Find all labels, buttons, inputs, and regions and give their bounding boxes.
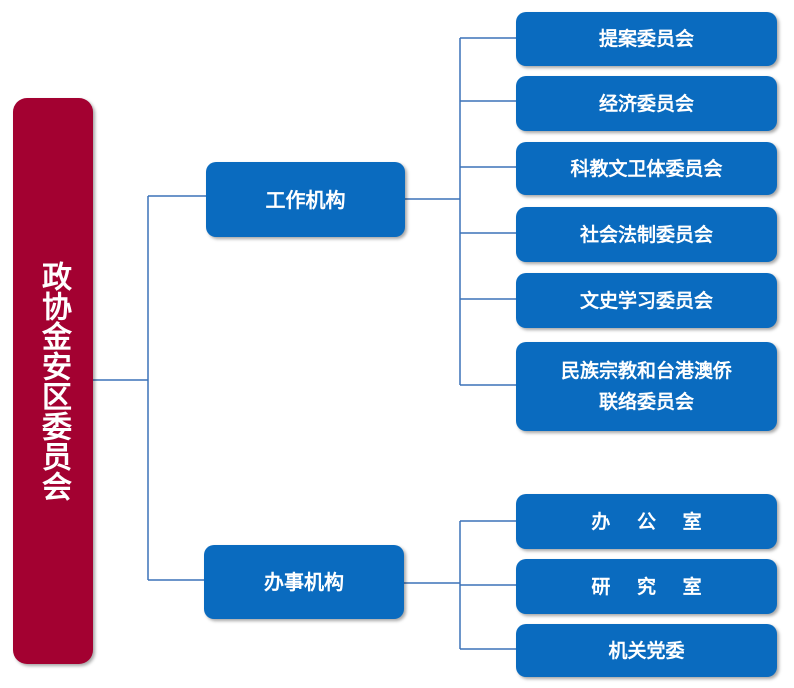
office-label: 办 公 室: [591, 510, 712, 533]
office-node: 办 公 室: [516, 494, 777, 549]
committee-label: 文史学习委员会: [579, 289, 713, 312]
committee-node: 文史学习委员会: [516, 273, 777, 328]
root-node: 政协金安区委员会: [13, 98, 93, 664]
office-node: 研 究 室: [516, 559, 777, 614]
office-label: 机关党委: [608, 639, 685, 662]
office-node: 机关党委: [516, 624, 777, 677]
committee-label: 社会法制委员会: [579, 223, 713, 246]
branch-work-node: 工作机构: [206, 162, 405, 237]
branch-office-label: 办事机构: [264, 570, 344, 594]
committee-node: 提案委员会: [516, 12, 777, 66]
committee-label: 经济委员会: [598, 92, 694, 115]
committee-label: 科教文卫体委员会: [570, 157, 723, 180]
committee-label: 民族宗教和台港澳侨 联络委员会: [560, 359, 732, 413]
committee-node: 经济委员会: [516, 76, 777, 131]
committee-node: 社会法制委员会: [516, 207, 777, 262]
root-label: 政协金安区委员会: [36, 261, 71, 501]
branch-office-node: 办事机构: [204, 545, 404, 619]
committee-label: 提案委员会: [598, 28, 694, 50]
office-label: 研 究 室: [591, 575, 712, 598]
committee-node: 科教文卫体委员会: [516, 142, 777, 195]
branch-work-label: 工作机构: [265, 187, 346, 212]
committee-node: 民族宗教和台港澳侨 联络委员会: [516, 342, 777, 431]
